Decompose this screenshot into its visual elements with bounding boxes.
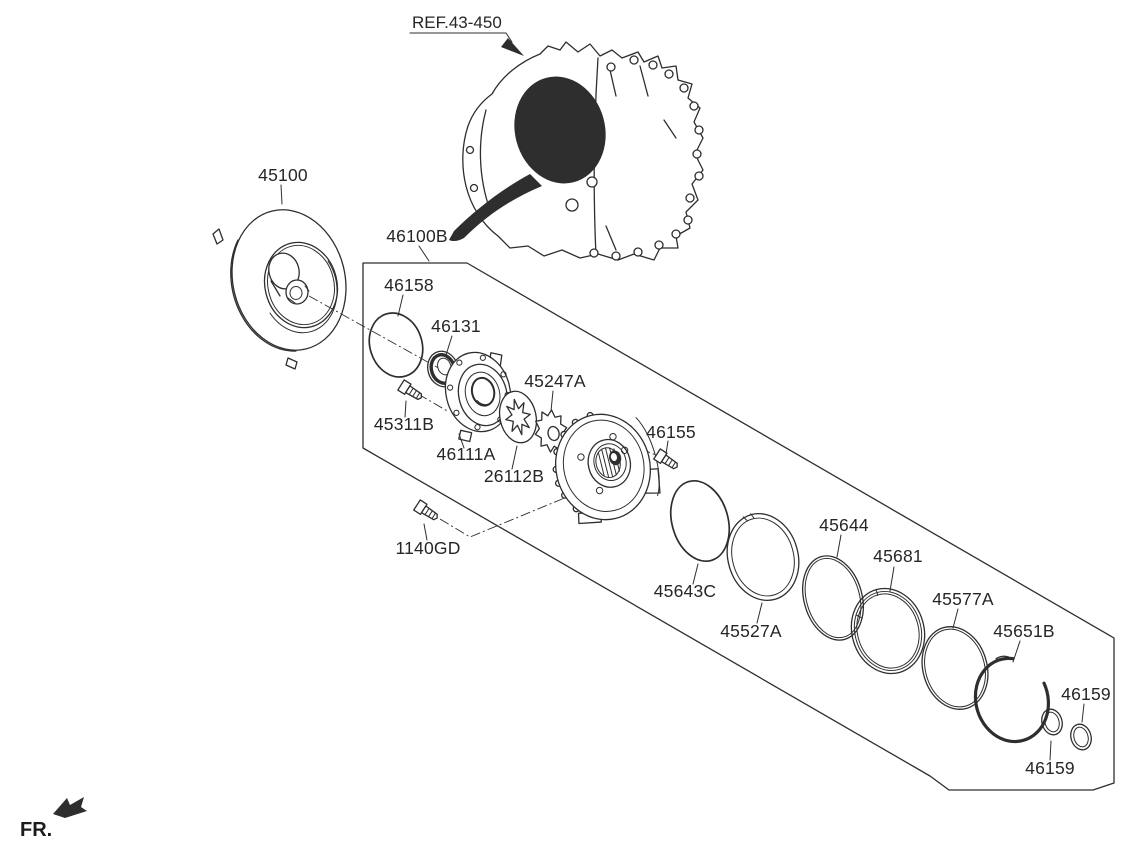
oring-46158-drawing <box>368 312 424 378</box>
housing-bolt-drawing <box>413 499 442 524</box>
leader-45527A <box>756 602 763 624</box>
label-cover-bolt: 45311B <box>374 414 434 434</box>
leader-45311B <box>404 400 407 418</box>
label-oil-seal: 46131 <box>431 316 481 336</box>
highlight-swoosh <box>449 174 542 242</box>
centerline-axis <box>308 295 479 391</box>
inner-rotor-drawing <box>498 390 538 444</box>
label-oring-large: 45643C <box>654 581 717 601</box>
leader-46159-upper <box>1081 703 1085 723</box>
label-pump-bolt: 46155 <box>646 422 696 442</box>
front-direction-marker: FR. <box>20 797 87 841</box>
reference-label: REF.43-450 <box>412 13 502 32</box>
ring-45577A-drawing <box>921 626 989 710</box>
case-bolts <box>465 55 704 261</box>
ring-45527A-drawing <box>726 512 800 602</box>
oring-small-right-drawing <box>1070 723 1092 751</box>
leader-45643C <box>692 563 699 585</box>
assembly-group-boundary <box>362 262 1115 791</box>
label-ring-45577A: 45577A <box>932 589 994 609</box>
label-housing-bolt: 1140GD <box>395 538 460 558</box>
centerline-housing-bolt <box>439 496 568 538</box>
leader-45247A <box>550 390 554 412</box>
centerline-cover-bolt <box>417 393 450 413</box>
label-oring-small-lower: 46159 <box>1025 758 1075 778</box>
label-oil-pump-cover: 46111A <box>437 444 496 464</box>
leader-45100 <box>280 184 283 205</box>
oil-pump-cover-drawing <box>444 351 512 443</box>
leader-46131 <box>445 335 453 356</box>
label-torque-converter: 45100 <box>258 165 308 185</box>
leader-45651B <box>1012 640 1021 663</box>
label-ring-45644: 45644 <box>819 515 869 535</box>
label-ring-45681: 45681 <box>873 546 923 566</box>
ring-45681-drawing <box>850 587 926 675</box>
reference-arrow-icon <box>501 38 524 56</box>
leader-46155 <box>665 440 669 455</box>
leader-45644 <box>836 534 842 558</box>
cover-bolt-drawing <box>397 379 426 404</box>
label-outer-rotor: 45247A <box>524 371 586 391</box>
leader-46158 <box>397 294 404 317</box>
leader-46159-lower <box>1049 740 1052 761</box>
leader-45681 <box>889 566 895 592</box>
transmission-case-drawing <box>449 41 704 261</box>
pump-location-highlight <box>514 76 606 184</box>
reference-callout: REF.43-450 <box>409 13 524 56</box>
fr-label: FR. <box>20 819 52 841</box>
label-snap-ring: 45651B <box>993 621 1055 641</box>
leader-46100B <box>418 245 430 262</box>
label-oring-small-upper: 46159 <box>1061 684 1111 704</box>
leader-1140GD <box>423 523 428 541</box>
fr-direction-arrow-icon <box>53 797 87 818</box>
oil-pump-body-drawing <box>552 411 661 525</box>
snap-ring-drawing <box>973 655 1051 744</box>
torque-converter-drawing <box>212 209 347 370</box>
label-ring-45527A: 45527A <box>720 621 782 641</box>
leader-45577A <box>952 608 959 629</box>
leader-46111A <box>458 433 465 449</box>
label-assembly-group: 46100B <box>386 226 448 246</box>
ring-45644-drawing <box>802 555 864 641</box>
label-inner-rotor: 26112B <box>484 466 544 486</box>
oring-small-left-drawing <box>1041 708 1063 736</box>
oring-45643C-drawing <box>669 479 731 563</box>
leader-26112B <box>511 445 518 470</box>
label-pump-oring: 46158 <box>384 275 434 295</box>
